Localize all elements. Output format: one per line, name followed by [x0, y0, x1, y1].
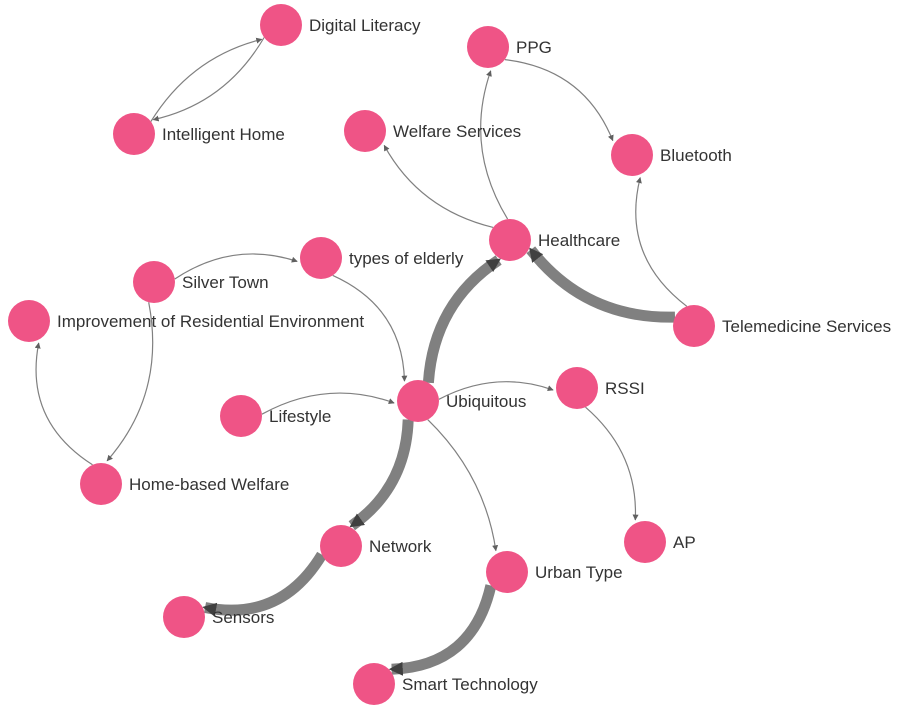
node-healthcare[interactable]: Healthcare	[489, 219, 620, 261]
node-circle-telemedicine[interactable]	[673, 305, 715, 347]
node-label-rssi: RSSI	[605, 379, 645, 398]
node-label-silver-town: Silver Town	[182, 273, 269, 292]
node-circle-network[interactable]	[320, 525, 362, 567]
node-bluetooth[interactable]: Bluetooth	[611, 134, 732, 176]
edge-healthcare-to-ppg	[480, 70, 509, 220]
node-label-welfare-services: Welfare Services	[393, 122, 521, 141]
node-circle-urban-type[interactable]	[486, 551, 528, 593]
node-label-ppg: PPG	[516, 38, 552, 57]
node-label-network: Network	[369, 537, 432, 556]
edge-ubiquitous-to-healthcare	[422, 255, 502, 384]
node-label-digital-literacy: Digital Literacy	[309, 16, 421, 35]
edge-healthcare-to-welfare-services	[383, 144, 494, 228]
node-circle-ubiquitous[interactable]	[397, 380, 439, 422]
node-label-intelligent-home: Intelligent Home	[162, 125, 285, 144]
edge-silver-town-to-home-based-welfare	[106, 302, 154, 462]
node-label-ubiquitous: Ubiquitous	[446, 392, 526, 411]
node-rssi[interactable]: RSSI	[556, 367, 645, 409]
node-lifestyle[interactable]: Lifestyle	[220, 395, 331, 437]
node-digital-literacy[interactable]: Digital Literacy	[260, 4, 421, 46]
node-circle-home-based-welfare[interactable]	[80, 463, 122, 505]
node-circle-improvement-residential[interactable]	[8, 300, 50, 342]
node-circle-bluetooth[interactable]	[611, 134, 653, 176]
node-improvement-residential[interactable]: Improvement of Residential Environment	[8, 300, 364, 342]
node-circle-lifestyle[interactable]	[220, 395, 262, 437]
node-circle-healthcare[interactable]	[489, 219, 531, 261]
edge-ubiquitous-to-network	[348, 419, 414, 531]
node-intelligent-home[interactable]: Intelligent Home	[113, 113, 285, 155]
node-label-sensors: Sensors	[212, 608, 274, 627]
edge-urban-type-to-smart-technology	[388, 584, 497, 676]
node-circle-smart-technology[interactable]	[353, 663, 395, 705]
node-circle-ppg[interactable]	[467, 26, 509, 68]
node-label-types-of-elderly: types of elderly	[349, 249, 464, 268]
node-home-based-welfare[interactable]: Home-based Welfare	[80, 463, 289, 505]
node-label-smart-technology: Smart Technology	[402, 675, 538, 694]
node-network[interactable]: Network	[320, 525, 432, 567]
node-ubiquitous[interactable]: Ubiquitous	[397, 380, 526, 422]
node-silver-town[interactable]: Silver Town	[133, 261, 269, 303]
node-circle-types-of-elderly[interactable]	[300, 237, 342, 279]
edge-intelligent-home-to-digital-literacy	[150, 37, 263, 122]
node-circle-sensors[interactable]	[163, 596, 205, 638]
node-telemedicine[interactable]: Telemedicine Services	[673, 305, 891, 347]
node-circle-ap[interactable]	[624, 521, 666, 563]
node-circle-silver-town[interactable]	[133, 261, 175, 303]
edge-network-to-sensors	[202, 551, 327, 617]
node-label-home-based-welfare: Home-based Welfare	[129, 475, 289, 494]
node-types-of-elderly[interactable]: types of elderly	[300, 237, 464, 279]
edge-telemedicine-to-healthcare	[526, 246, 676, 323]
edge-digital-literacy-to-intelligent-home	[152, 37, 265, 122]
edge-lifestyle-to-ubiquitous	[261, 392, 395, 415]
node-ap[interactable]: AP	[624, 521, 696, 563]
edge-types-of-elderly-to-ubiquitous	[332, 274, 408, 382]
node-circle-intelligent-home[interactable]	[113, 113, 155, 155]
node-circle-welfare-services[interactable]	[344, 110, 386, 152]
node-label-bluetooth: Bluetooth	[660, 146, 732, 165]
node-label-telemedicine: Telemedicine Services	[722, 317, 891, 336]
edge-ppg-to-bluetooth	[504, 59, 614, 142]
node-welfare-services[interactable]: Welfare Services	[344, 110, 521, 152]
node-urban-type[interactable]: Urban Type	[486, 551, 623, 593]
edge-telemedicine-to-bluetooth	[635, 177, 688, 307]
node-ppg[interactable]: PPG	[467, 26, 552, 68]
node-label-lifestyle: Lifestyle	[269, 407, 331, 426]
node-label-improvement-residential: Improvement of Residential Environment	[57, 312, 364, 331]
node-circle-rssi[interactable]	[556, 367, 598, 409]
edge-rssi-to-ap	[585, 406, 639, 521]
node-smart-technology[interactable]: Smart Technology	[353, 663, 538, 705]
edge-silver-town-to-types-of-elderly	[174, 253, 298, 280]
node-sensors[interactable]: Sensors	[163, 596, 274, 638]
node-circle-digital-literacy[interactable]	[260, 4, 302, 46]
node-label-healthcare: Healthcare	[538, 231, 620, 250]
edge-ubiquitous-to-rssi	[438, 381, 554, 400]
edges-layer	[34, 37, 688, 676]
node-label-urban-type: Urban Type	[535, 563, 623, 582]
edge-home-based-welfare-to-improvement-residential	[34, 342, 93, 466]
edge-ubiquitous-to-urban-type	[427, 419, 499, 552]
node-label-ap: AP	[673, 533, 696, 552]
